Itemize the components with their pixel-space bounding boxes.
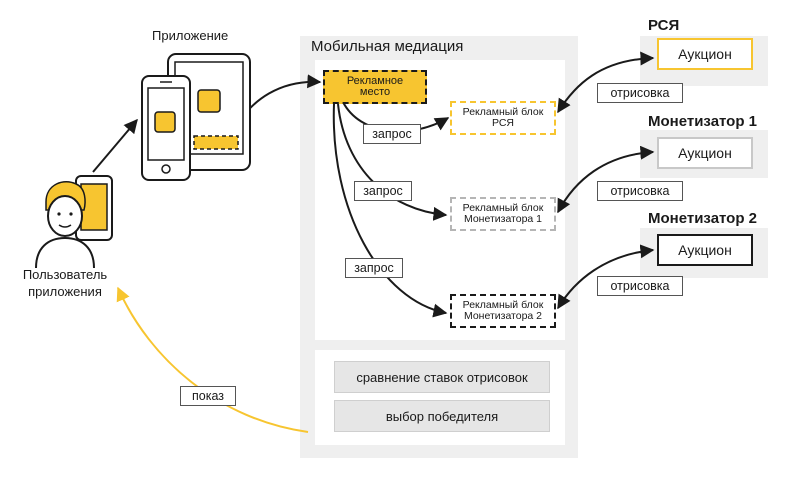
arrow-show-to-user (116, 286, 309, 433)
render-chip-rsya: отрисовка (597, 83, 683, 103)
ad-block-rsya: Рекламный блок РСЯ (450, 101, 556, 135)
app-devices-icon (141, 53, 251, 181)
ad-block-monetizer-1-line2: Монетизатора 1 (463, 213, 543, 225)
choose-winner-box: выбор победителя (334, 400, 550, 432)
render-chip-monetizer-1: отрисовка (597, 181, 683, 201)
arrow-user-to-app (92, 118, 138, 173)
ad-place-line2: место (359, 86, 391, 98)
ad-place: Рекламное место (323, 70, 427, 104)
user-label-line1: Пользователь (22, 267, 108, 282)
app-label: Приложение (152, 28, 229, 43)
ad-block-monetizer-2: Рекламный блок Монетизатора 2 (450, 294, 556, 328)
user-avatar-icon (35, 175, 113, 269)
arrow-request-monetizer-2 (332, 103, 448, 318)
ad-block-rsya-line1: Рекламный блок (462, 106, 544, 118)
auction-monetizer-2: Аукцион (657, 234, 753, 266)
ad-place-line1: Рекламное (346, 75, 404, 87)
ad-block-rsya-line2: РСЯ (491, 117, 515, 129)
request-chip-rsya: запрос (363, 124, 421, 144)
auction-monetizer-1: Аукцион (657, 137, 753, 169)
mediation-title: Мобильная медиация (311, 38, 464, 55)
ad-block-monetizer-2-line2: Монетизатора 2 (463, 310, 543, 322)
user-label-line2: приложения (28, 284, 102, 299)
user-label: Пользователь приложения (10, 266, 120, 300)
arrow-render-monetizer-1 (557, 145, 655, 214)
network-title-monetizer-1: Монетизатор 1 (648, 113, 758, 130)
request-chip-monetizer-2: запрос (345, 258, 403, 278)
render-chip-monetizer-2: отрисовка (597, 276, 683, 296)
ad-block-monetizer-1-line1: Рекламный блок (462, 202, 544, 214)
request-chip-monetizer-1: запрос (354, 181, 412, 201)
ad-block-monetizer-2-line1: Рекламный блок (462, 299, 544, 311)
auction-rsya: Аукцион (657, 38, 753, 70)
arrow-render-monetizer-2 (557, 244, 655, 310)
network-title-rsya: РСЯ (648, 17, 680, 34)
compare-bids-box: сравнение ставок отрисовок (334, 361, 550, 393)
show-chip: показ (180, 386, 236, 406)
ad-block-monetizer-1: Рекламный блок Монетизатора 1 (450, 197, 556, 231)
arrow-render-rsya (557, 51, 655, 114)
network-title-monetizer-2: Монетизатор 2 (648, 210, 758, 227)
